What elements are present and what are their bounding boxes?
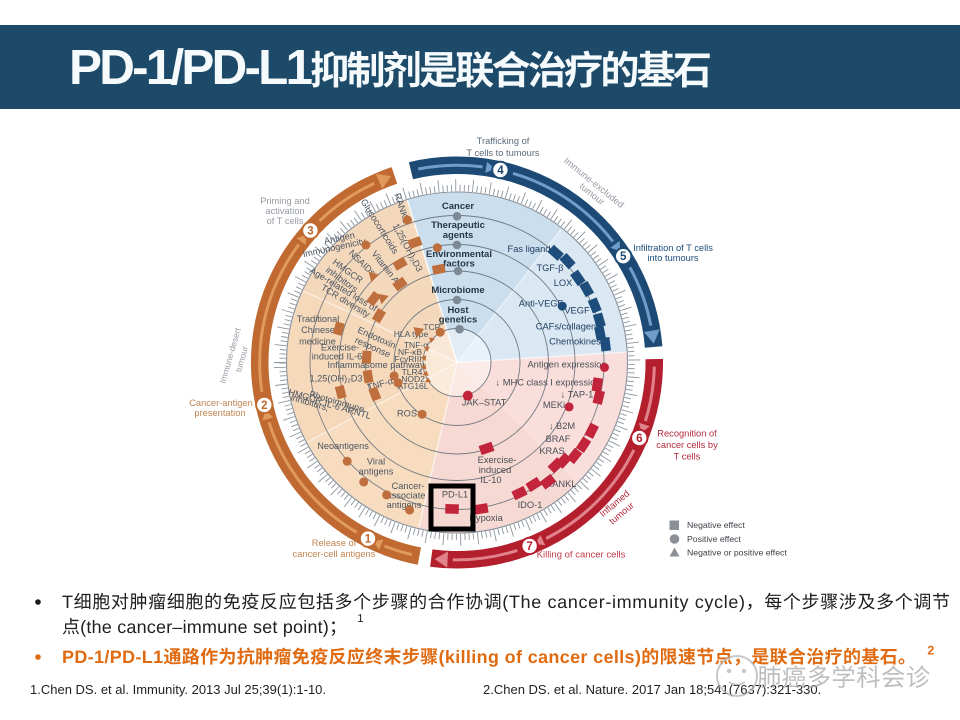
svg-text:Inflammasome pathway: Inflammasome pathway (327, 360, 424, 370)
svg-text:Release of: Release of (312, 538, 357, 548)
svg-text:Cancer: Cancer (442, 201, 475, 212)
svg-text:cancer-cell antigens: cancer-cell antigens (293, 549, 376, 559)
svg-text:Antigen expression: Antigen expression (527, 360, 606, 370)
svg-text:2.Chen DS. et al. Nature. 201: 2.Chen DS. et al. Nature. 2017 Jan 18;54… (483, 682, 821, 697)
svg-text:induced: induced (479, 465, 512, 475)
svg-text:activation: activation (265, 206, 304, 216)
svg-text:Positive effect: Positive effect (687, 534, 742, 544)
svg-text:CAFs/collagen: CAFs/collagen (536, 322, 596, 332)
svg-text:PD-L1: PD-L1 (442, 490, 468, 500)
svg-text:Negative effect: Negative effect (687, 520, 745, 530)
svg-text:Chinese: Chinese (301, 325, 335, 335)
svg-text:TGF-β: TGF-β (536, 263, 563, 273)
svg-text:Microbiome: Microbiome (431, 285, 484, 296)
svg-text:TNF-α: TNF-α (404, 340, 428, 350)
svg-text:RANKL: RANKL (545, 479, 576, 489)
svg-text:↓ B2M: ↓ B2M (549, 421, 575, 431)
svg-text:Neoantigens: Neoantigens (317, 441, 369, 451)
svg-text:Hypoxia: Hypoxia (469, 513, 503, 523)
svg-text:IL-10: IL-10 (480, 475, 501, 485)
svg-text:Negative or positive effect: Negative or positive effect (687, 548, 787, 558)
svg-text:FcγRIII: FcγRIII (395, 354, 422, 364)
svg-text:NF-κB: NF-κB (398, 347, 422, 357)
svg-text:HLA type: HLA type (394, 329, 429, 339)
svg-text:NOD2: NOD2 (401, 374, 425, 384)
svg-text:induced IL-6: induced IL-6 (312, 352, 363, 362)
svg-text:T cells: T cells (674, 452, 701, 462)
svg-text:Killing of cancer cells: Killing of cancer cells (537, 550, 626, 561)
svg-text:Anti-VEGF: Anti-VEGF (519, 299, 564, 309)
svg-text:JAK–STAT: JAK–STAT (462, 398, 507, 408)
svg-text:Chemokines: Chemokines (549, 337, 601, 347)
svg-text:associate: associate (387, 491, 426, 501)
svg-text:Fas ligand: Fas ligand (508, 244, 551, 254)
svg-text:Host: Host (447, 305, 469, 316)
svg-text:Recognition of: Recognition of (657, 429, 717, 439)
svg-text:BRAF: BRAF (546, 434, 571, 444)
svg-text:cancer cells by: cancer cells by (656, 440, 718, 450)
svg-text:VEGF: VEGF (564, 306, 590, 316)
svg-text:5: 5 (620, 251, 627, 263)
svg-text:1.Chen DS. et al. Immunity. 2: 1.Chen DS. et al. Immunity. 2013 Jul 25;… (30, 682, 326, 697)
svg-text:LOX: LOX (554, 278, 573, 288)
svg-text:ATG16L: ATG16L (397, 381, 428, 391)
svg-text:ROS: ROS (397, 409, 417, 419)
svg-text:Viral: Viral (367, 457, 385, 467)
svg-text:Cancer-: Cancer- (392, 481, 425, 491)
svg-text:Therapeutic: Therapeutic (431, 220, 485, 231)
svg-text:KRAS: KRAS (539, 446, 564, 456)
svg-text:agents: agents (443, 230, 474, 241)
svg-text:TCR: TCR (423, 322, 440, 332)
svg-text:Infiltration of T cells: Infiltration of T cells (633, 243, 713, 253)
svg-text:Traditional: Traditional (297, 314, 340, 324)
svg-text:IDO-1: IDO-1 (518, 500, 543, 510)
svg-text:1,25(OH)₂D3: 1,25(OH)₂D3 (309, 374, 362, 384)
svg-text:Exercise-: Exercise- (478, 455, 517, 465)
svg-text:Priming and: Priming and (260, 196, 310, 206)
svg-text:1: 1 (365, 534, 372, 546)
svg-text:of T cells: of T cells (267, 216, 304, 226)
svg-text:4: 4 (497, 165, 504, 177)
svg-text:factors: factors (443, 259, 475, 270)
svg-text:3: 3 (307, 226, 313, 238)
svg-text:Exercise-: Exercise- (321, 343, 359, 353)
svg-text:7: 7 (526, 541, 532, 553)
svg-text:into tumours: into tumours (647, 253, 699, 263)
svg-text:↓ MHC class I expression: ↓ MHC class I expression (496, 378, 601, 388)
svg-text:Trafficking of: Trafficking of (477, 136, 530, 146)
svg-text:genetics: genetics (439, 315, 478, 326)
svg-text:medicine: medicine (299, 337, 336, 347)
svg-text:MEKi: MEKi (543, 400, 565, 410)
svg-text:Cancer-antigen: Cancer-antigen (189, 398, 253, 408)
svg-text:presentation: presentation (194, 408, 245, 418)
svg-text:6: 6 (636, 433, 642, 445)
svg-text:T cells to tumours: T cells to tumours (466, 148, 540, 158)
svg-text:Environmental: Environmental (426, 249, 492, 260)
svg-text:2: 2 (261, 400, 267, 412)
svg-text:antigens: antigens (387, 500, 422, 510)
svg-text:TLR4: TLR4 (402, 367, 423, 377)
svg-text:↓ TAP-1: ↓ TAP-1 (561, 390, 594, 400)
svg-text:antigens: antigens (359, 467, 394, 477)
